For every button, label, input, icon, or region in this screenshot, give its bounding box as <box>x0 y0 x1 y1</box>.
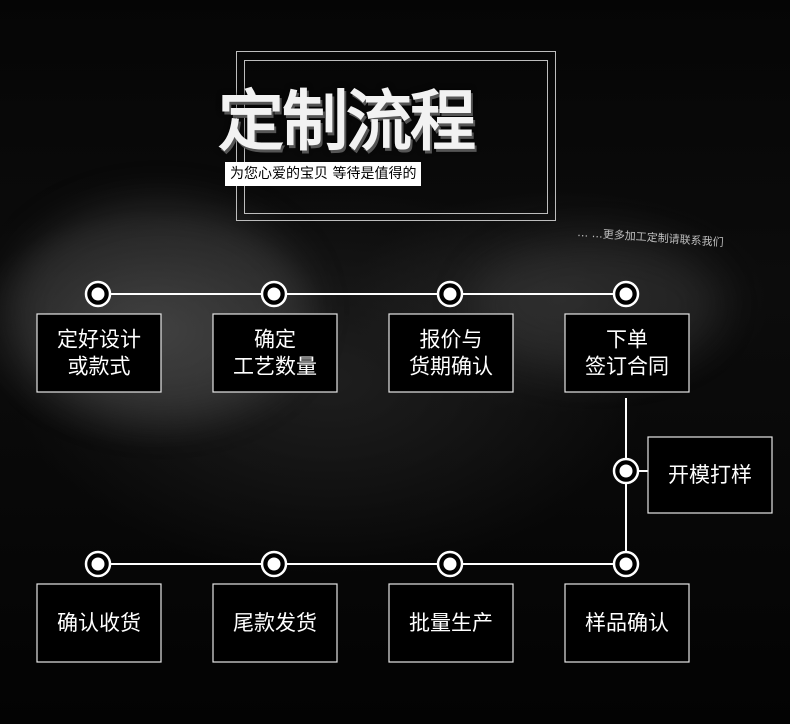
step-box <box>647 436 773 514</box>
step-label: 或款式 <box>68 355 131 379</box>
title-frame-inner <box>244 60 548 214</box>
step-label: 工艺数量 <box>233 355 317 379</box>
step-label: 批量生产 <box>409 611 493 635</box>
step-box <box>564 313 690 393</box>
flow-node-dot <box>619 464 633 478</box>
step-box <box>388 313 514 393</box>
step-label: 定好设计 <box>57 328 141 352</box>
flow-node-dot <box>267 287 281 301</box>
step-box <box>36 313 162 393</box>
step-label: 货期确认 <box>409 355 493 379</box>
flow-node-dot <box>91 557 105 571</box>
flow-node-dot <box>267 557 281 571</box>
step-box <box>564 583 690 663</box>
step-box <box>36 583 162 663</box>
flow-node-dot <box>91 287 105 301</box>
flow-node-dot <box>443 557 457 571</box>
page-title: 定制流程 <box>218 83 476 160</box>
step-label: 下单 <box>606 328 648 352</box>
step-label: 样品确认 <box>585 611 669 635</box>
title-frame-outer <box>236 51 556 221</box>
flow-node-dot <box>443 287 457 301</box>
flow-node-dot <box>619 287 633 301</box>
step-label: 报价与 <box>420 328 483 352</box>
flow-node-dot <box>619 557 633 571</box>
step-label: 开模打样 <box>668 463 752 487</box>
step-label: 确定 <box>254 328 296 352</box>
page-subtitle: 为您心爱的宝贝 等待是值得的 <box>225 162 422 186</box>
step-label: 签订合同 <box>585 355 669 379</box>
step-box <box>388 583 514 663</box>
step-box <box>212 583 338 663</box>
step-box <box>212 313 338 393</box>
step-label: 尾款发货 <box>233 611 317 635</box>
step-label: 确认收货 <box>57 611 141 635</box>
